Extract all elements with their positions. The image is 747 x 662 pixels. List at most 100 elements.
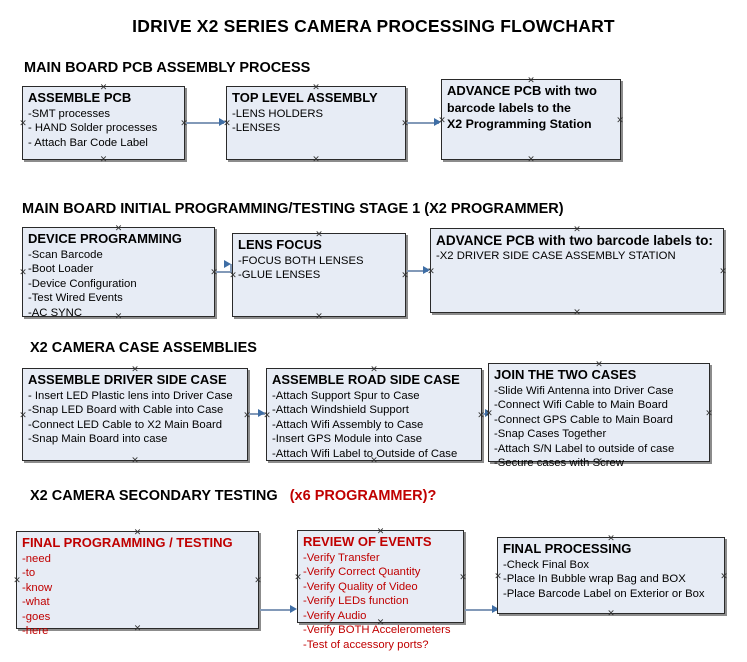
node-line: -Verify Correct Quantity [303,566,421,579]
connection-handle-top[interactable] [607,534,615,542]
node-final-programming-testing[interactable]: FINAL PROGRAMMING / TESTING -need -to -k… [13,528,262,637]
connection-handle-left[interactable] [19,268,27,276]
node-assemble-road-side-case[interactable]: ASSEMBLE ROAD SIDE CASE -Attach Support … [266,368,482,461]
node-line: -GLUE LENSES [238,269,321,282]
connection-handle-left[interactable] [229,271,237,279]
node-top-level-assembly[interactable]: TOP LEVEL ASSEMBLY -LENS HOLDERS -LENSES [226,86,406,160]
node-advance-pcb-x2-programming-station[interactable]: ADVANCE PCB with two barcode labels to t… [441,79,621,160]
node-line: -Scan Barcode [28,248,103,261]
connection-handle-bottom[interactable] [595,457,603,465]
connection-handle-top[interactable] [100,83,108,91]
node-join-the-two-cases[interactable]: JOIN THE TWO CASES -Slide Wifi Antenna i… [485,360,713,469]
connection-handle-bottom[interactable] [527,155,535,163]
connection-handle-left[interactable] [427,267,435,275]
node-line: -Verify BOTH Accelerometers [303,624,451,637]
connection-handle-top[interactable] [315,230,323,238]
node-device-programming[interactable]: DEVICE PROGRAMMING -Scan Barcode -Boot L… [19,224,215,320]
connection-handle-bottom[interactable] [370,456,378,464]
node-line: -Snap Cases Together [494,428,607,441]
connector-pcb-to-top-level [186,122,224,124]
node-line: -Verify Transfer [303,551,380,564]
connection-handle-bottom[interactable] [607,609,615,617]
node-line: -to [22,567,36,580]
connection-handle-bottom[interactable] [573,308,581,316]
node-final-processing[interactable]: FINAL PROCESSING -Check Final Box -Place… [497,537,725,614]
arrow-icon [290,605,297,613]
node-assemble-pcb[interactable]: ASSEMBLE PCB -SMT processes - HAND Solde… [22,86,185,160]
connection-handle-right[interactable] [719,267,727,275]
node-line: -goes [22,610,51,623]
connection-handle-top[interactable] [134,528,142,536]
connection-handle-top[interactable] [115,224,123,232]
connection-handle-top[interactable] [377,527,385,535]
connection-handle-right[interactable] [401,271,409,279]
connection-handle-right[interactable] [616,116,624,124]
connection-handle-left[interactable] [438,116,446,124]
connector-review-to-final-processing [465,609,497,611]
node-line: -Attach Support Spur to Case [272,389,420,402]
connection-handle-bottom[interactable] [312,155,320,163]
node-title: ADVANCE PCB with two [447,83,597,98]
connection-handle-top[interactable] [573,225,581,233]
node-line: -Test of accessory ports? [303,638,429,651]
node-line: -Check Final Box [503,558,590,571]
connection-handle-left[interactable] [485,409,493,417]
node-title: ASSEMBLE ROAD SIDE CASE [272,372,460,387]
connection-handle-left[interactable] [494,572,502,580]
connection-handle-bottom[interactable] [100,155,108,163]
connection-handle-bottom[interactable] [315,312,323,320]
node-line: -Attach S/N Label to outside of case [494,442,675,455]
connection-handle-right[interactable] [254,576,262,584]
node-line: -Attach Wifi Label to Outside of Case [272,447,458,460]
node-line: - Insert LED Plastic lens into Driver Ca… [28,389,233,402]
node-line: -know [22,581,53,594]
node-title: ADVANCE PCB with two barcode labels to: [436,233,713,248]
connection-handle-top[interactable] [131,365,139,373]
connection-handle-left[interactable] [19,411,27,419]
node-review-of-events[interactable]: REVIEW OF EVENTS -Verify Transfer -Verif… [294,527,467,651]
node-line: -Place Barcode Label on Exterior or Box [503,587,705,600]
connection-handle-top[interactable] [370,365,378,373]
node-line: -Snap LED Board with Cable into Case [28,404,224,417]
node-title: FINAL PROCESSING [503,541,632,556]
connection-handle-left[interactable] [223,119,231,127]
node-line: -Test Wired Events [28,292,123,305]
connection-handle-left[interactable] [19,119,27,127]
node-line: -Verify Audio [303,609,367,622]
node-advance-pcb-driver-side-case[interactable]: ADVANCE PCB with two barcode labels to: … [430,228,724,313]
node-line: barcode labels to the [447,100,571,115]
node-line: -Boot Loader [28,263,94,276]
connection-handle-top[interactable] [312,83,320,91]
connection-handle-bottom[interactable] [131,456,139,464]
arrow-icon [224,260,231,268]
node-lens-focus[interactable]: LENS FOCUS -FOCUS BOTH LENSES -GLUE LENS… [232,233,406,317]
connection-handle-left[interactable] [13,576,21,584]
connection-handle-right[interactable] [720,572,728,580]
section-heading-x2-camera-secondary-testing: X2 CAMERA SECONDARY TESTING (x6 PROGRAMM… [30,488,436,504]
node-line: - HAND Solder processes [28,122,158,135]
section-heading-main-board-pcb-assembly: MAIN BOARD PCB ASSEMBLY PROCESS [24,60,310,76]
node-line: - Attach Bar Code Label [28,136,148,149]
connection-handle-left[interactable] [294,573,302,581]
node-line: -LENS HOLDERS [232,107,324,120]
connection-handle-bottom[interactable] [377,618,385,626]
connection-handle-right[interactable] [705,409,713,417]
connector-lens-focus-to-advance [407,270,428,272]
node-line: -Device Configuration [28,277,137,290]
connection-handle-top[interactable] [527,76,535,84]
node-line: -SMT processes [28,107,111,120]
connector-device-prog-to-lens-focus-elbow [230,264,232,273]
node-title: ASSEMBLE DRIVER SIDE CASE [28,372,227,387]
connection-handle-bottom[interactable] [115,312,123,320]
section-heading-text: X2 CAMERA CASE ASSEMBLIES [30,340,257,356]
connection-handle-top[interactable] [595,360,603,368]
connection-handle-right[interactable] [459,573,467,581]
node-line: -what [22,596,50,609]
connection-handle-left[interactable] [263,411,271,419]
section-heading-text: MAIN BOARD INITIAL PROGRAMMING/TESTING S… [22,201,564,217]
section-heading-accent: (x6 PROGRAMMER)? [289,488,437,504]
connector-top-level-to-advance [407,122,439,124]
connection-handle-bottom[interactable] [134,624,142,632]
node-assemble-driver-side-case[interactable]: ASSEMBLE DRIVER SIDE CASE - Insert LED P… [22,368,248,461]
node-line: -Secure cases with Screw [494,457,624,470]
